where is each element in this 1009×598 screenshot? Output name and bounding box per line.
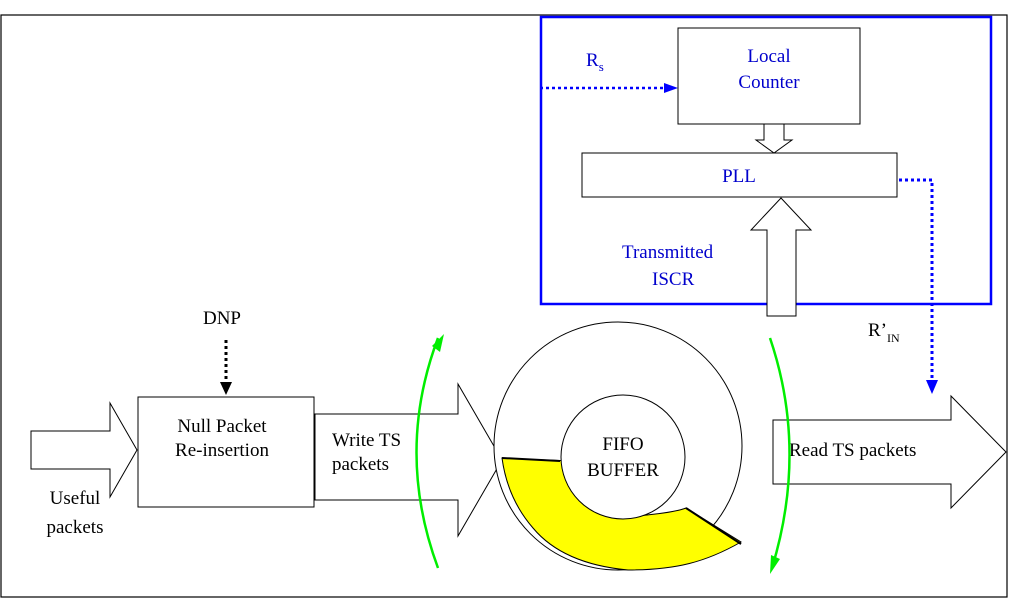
rs-label-main: R <box>586 50 599 71</box>
fifo-read-pointer <box>685 507 742 545</box>
null-packet-box <box>137 396 315 508</box>
fifo-inner-ring <box>560 394 686 520</box>
right-green-arrowhead <box>770 555 780 574</box>
clock-recovery-block <box>539 15 993 306</box>
fifo-label-line2: BUFFER <box>587 460 659 481</box>
rs-arrowhead <box>664 83 678 93</box>
left-green-arc <box>415 337 440 569</box>
read-label: Read TS packets <box>789 440 916 461</box>
transmitted-iscr-arrow <box>749 197 813 317</box>
write-ts-arrow <box>314 382 503 538</box>
rs-label: Rs <box>586 50 604 74</box>
outer-frame <box>0 14 1008 598</box>
rin-arrowhead <box>926 380 938 394</box>
write-label-line2: packets <box>332 454 389 475</box>
rin-label: R’IN <box>868 320 900 345</box>
useful-label-line2: packets <box>47 517 104 538</box>
counter-to-pll-arrow <box>754 123 794 154</box>
dnp-label: DNP <box>203 308 241 329</box>
fifo-write-pointer <box>501 457 561 462</box>
local-counter-label-line2: Counter <box>738 72 800 93</box>
transmitted-label-line2: ISCR <box>652 269 695 290</box>
dnp-arrowhead <box>220 382 232 395</box>
null-packet-label-line1: Null Packet <box>177 416 267 437</box>
left-green-arrowhead <box>432 334 444 352</box>
transmitted-label-line1: Transmitted <box>622 242 714 263</box>
pll-label: PLL <box>722 166 756 187</box>
rin-label-sub: IN <box>887 331 900 345</box>
rin-dotted-line <box>899 178 934 381</box>
useful-packets-arrow <box>30 401 138 499</box>
write-label-line1: Write TS <box>332 430 401 451</box>
rs-label-sub: s <box>599 59 604 74</box>
right-green-arc <box>768 337 791 569</box>
local-counter-label-line1: Local <box>747 46 790 67</box>
read-ts-arrow <box>772 394 1007 510</box>
rin-label-main: R’ <box>868 320 887 341</box>
useful-label-line1: Useful <box>50 488 101 509</box>
pll-box <box>581 152 898 198</box>
fifo-label-line1: FIFO <box>602 434 643 455</box>
null-packet-label-line2: Re-insertion <box>175 440 269 461</box>
